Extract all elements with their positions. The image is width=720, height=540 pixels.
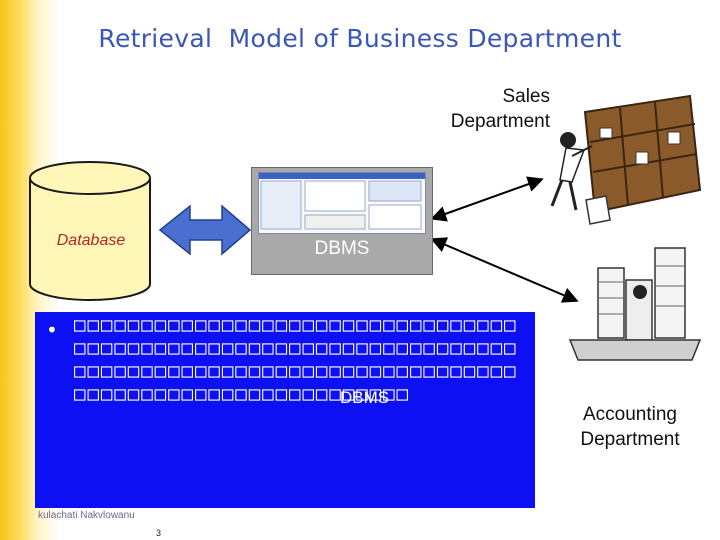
sales-person-filing-icon (550, 94, 702, 225)
bullet-panel (35, 312, 535, 508)
application-window-icon (258, 172, 426, 234)
arrow-to-accounting (430, 237, 579, 303)
accounting-label-text: Accounting Department (580, 404, 680, 450)
bullet-text: □□□□□□□□□□□□□□□□□□□□□□□□□□□□□□□□□□□□□□□□… (74, 314, 518, 405)
database-cylinder-icon (29, 161, 151, 301)
sales-label-text: Sales Department (450, 86, 550, 132)
page-number: 3 (156, 528, 162, 538)
accounting-department-label: Accounting Department (560, 402, 700, 452)
footer-text: kulachati Nakvlowanu (38, 510, 135, 521)
database-label: Database (56, 232, 126, 249)
dbms-window: DBMS (251, 167, 433, 275)
sales-department-label: Sales Department (420, 84, 550, 134)
bullet-symbol: • (46, 318, 58, 342)
double-arrow-icon (158, 204, 252, 256)
arrow-to-sales (430, 176, 544, 222)
dbms-label: DBMS (314, 238, 370, 259)
bullet-overlay-dbms: DBMS (340, 388, 390, 407)
slide-title: Retrieval Model of Business Department (98, 24, 622, 53)
accounting-paper-stacks-icon (568, 247, 702, 361)
